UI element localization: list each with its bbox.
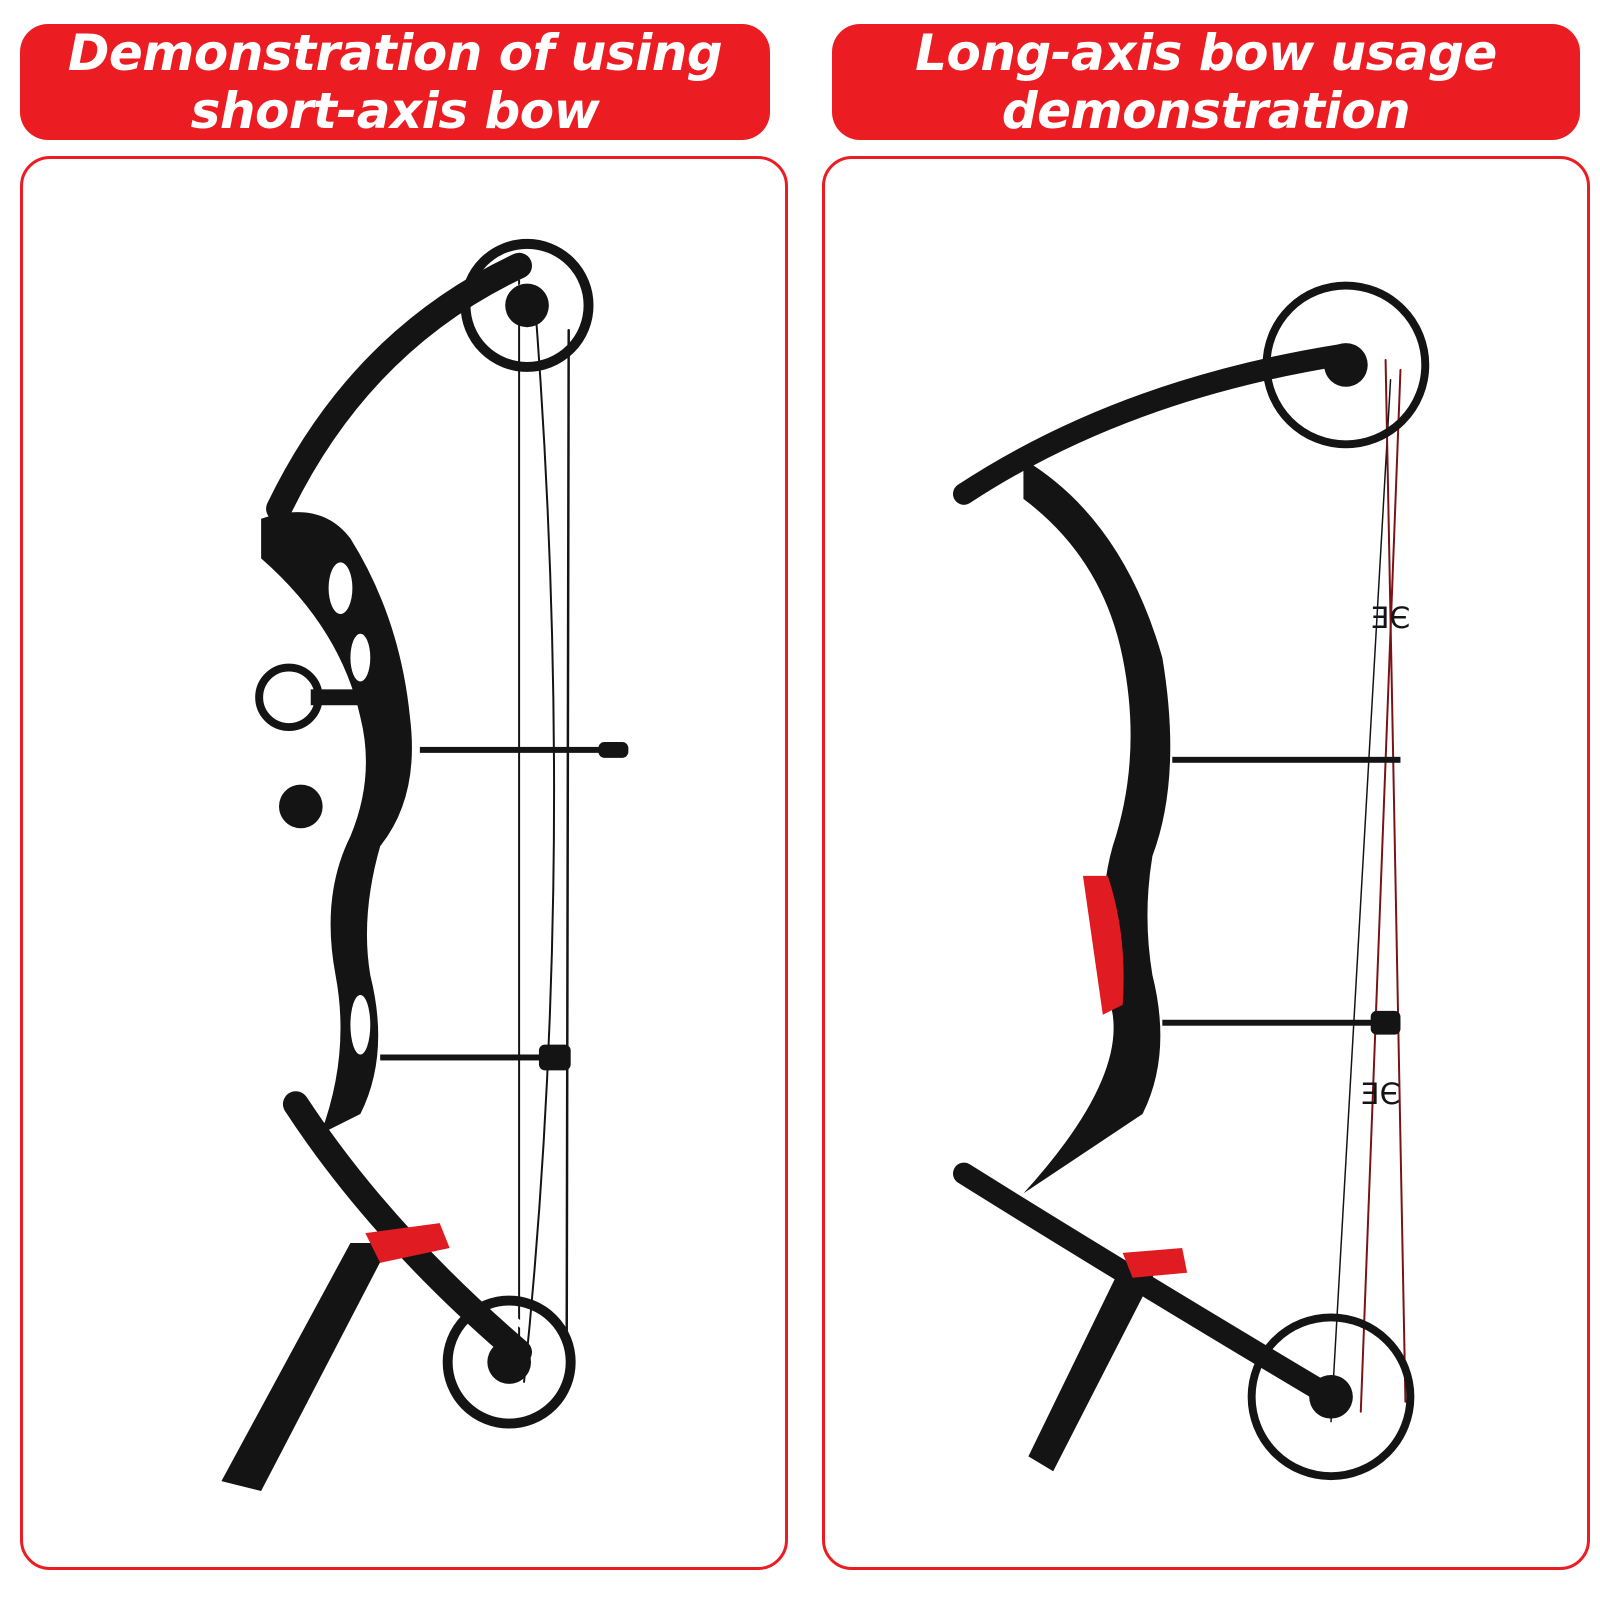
short-axis-title-line1: Demonstration of using [67, 24, 723, 82]
long-axis-title-line2: demonstration [1001, 82, 1411, 140]
short-axis-title-banner: Demonstration of using short-axis bow [20, 24, 770, 140]
long-axis-title-line1: Long-axis bow usage [915, 24, 1497, 82]
svg-text:ƎЄ: ƎЄ [1361, 1077, 1401, 1112]
short-axis-title-line2: short-axis bow [190, 82, 600, 140]
long-axis-bow-panel: ƎЄ ƎЄ [822, 156, 1590, 1570]
short-axis-bow-panel [20, 156, 788, 1570]
short-axis-bow-image [221, 238, 629, 1492]
svg-text:ƎЄ: ƎЄ [1371, 601, 1411, 636]
long-axis-title-banner: Long-axis bow usage demonstration [832, 24, 1580, 140]
long-axis-bow-image: ƎЄ ƎЄ [952, 281, 1430, 1481]
